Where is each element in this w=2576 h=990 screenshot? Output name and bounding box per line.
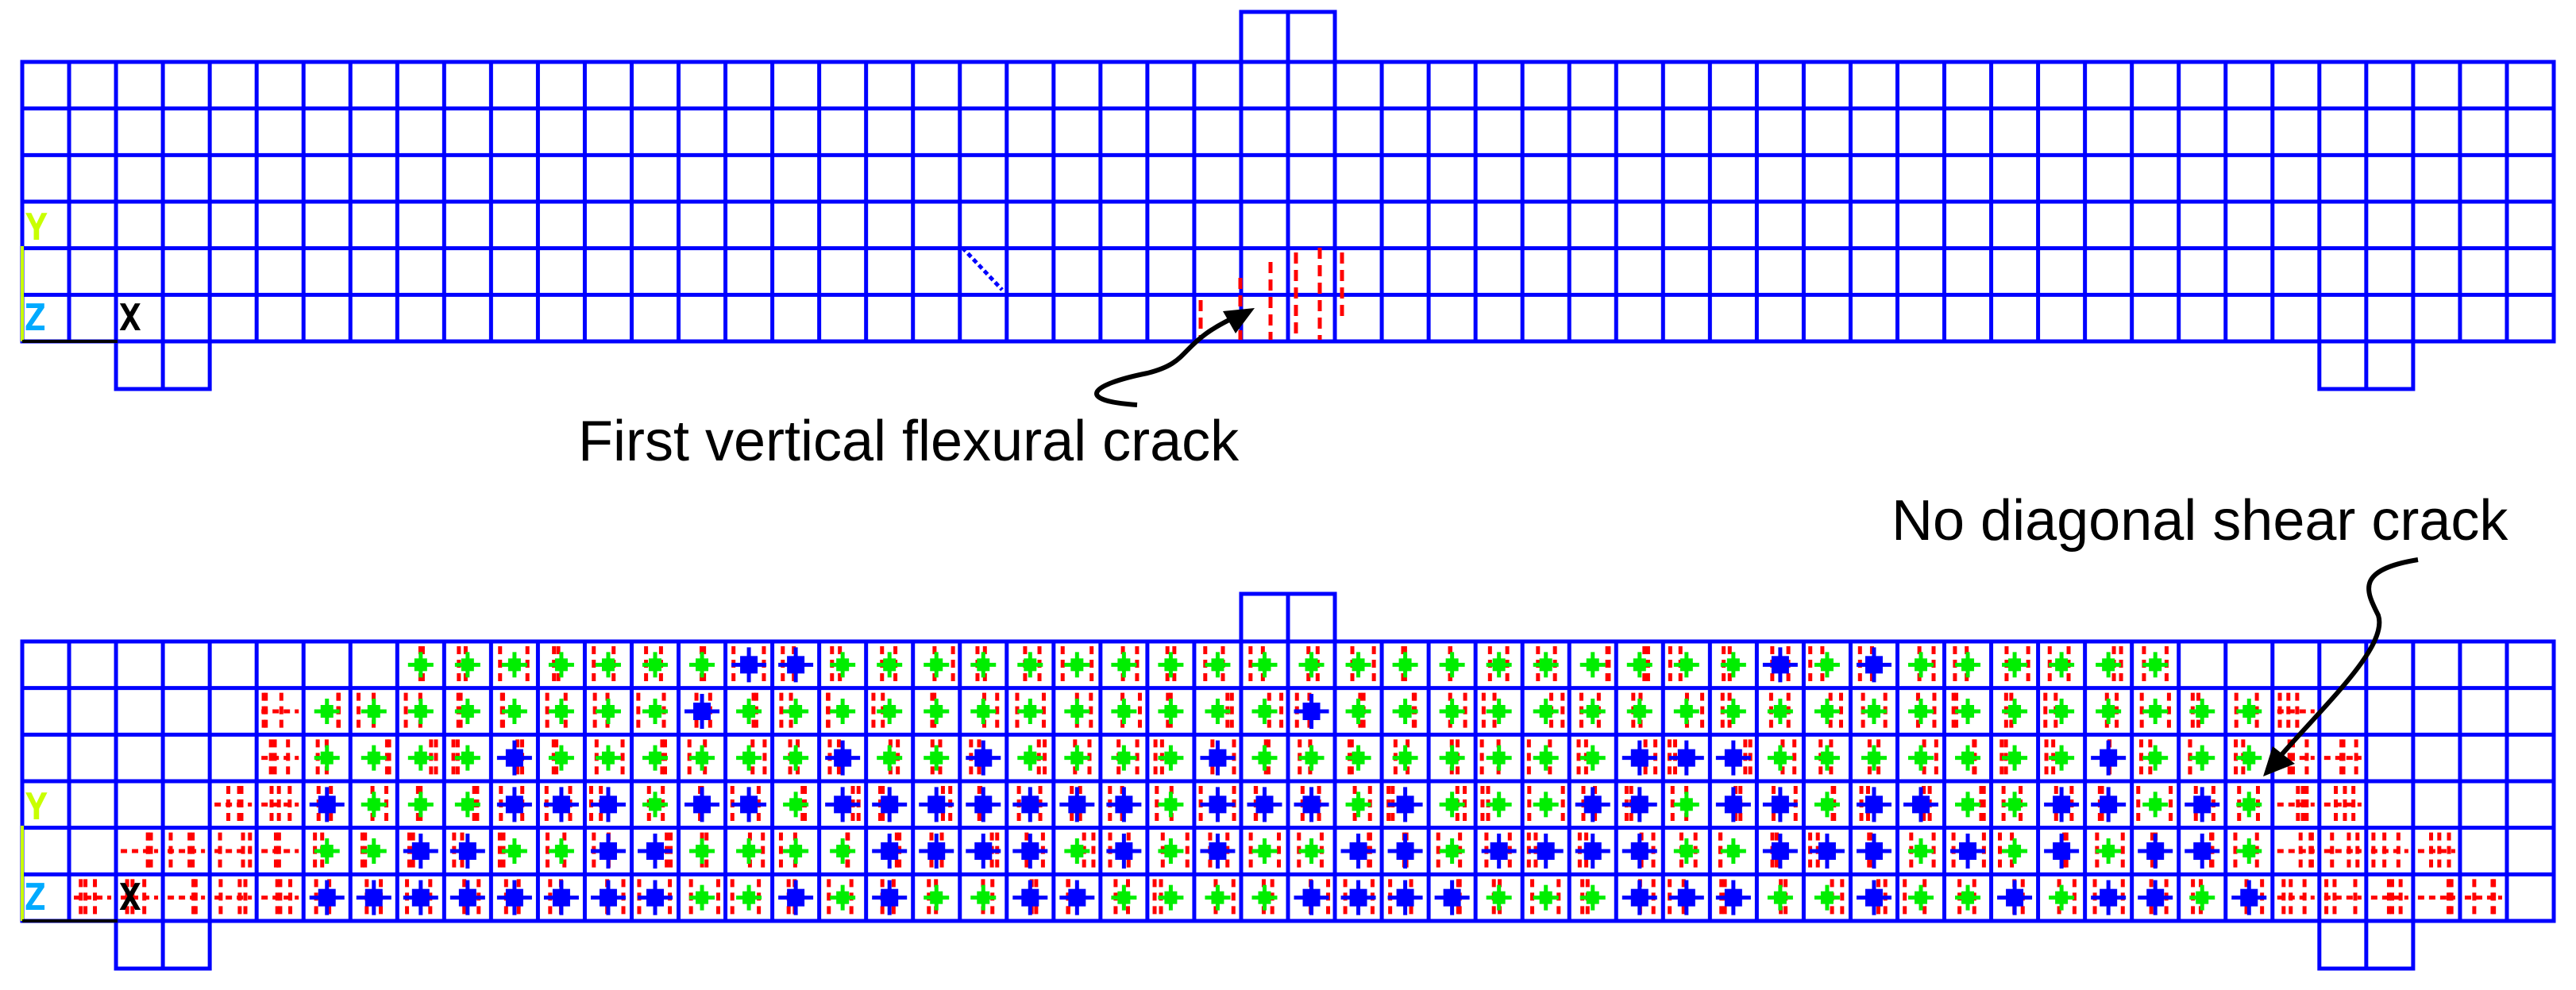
axis-x-label: X [119, 876, 141, 919]
no-diagonal-shear-crack-label: No diagonal shear crack [1892, 489, 2509, 553]
shear-crack-arrowhead [2263, 746, 2295, 776]
axis-y-label: Y [25, 785, 48, 828]
axis-z-label: Z [24, 876, 46, 919]
flexural-crack-arrowhead [1223, 308, 1255, 333]
axis-x-label: X [119, 296, 141, 339]
top-beam-mesh [20, 10, 2556, 391]
top-axis-triad: Y Z X [21, 206, 141, 343]
flexural-crack-arrow [1094, 311, 1244, 407]
top-crack-markers [961, 246, 1344, 340]
first-flexural-crack-label: First vertical flexural crack [578, 410, 1240, 473]
diagonal-mark [961, 246, 1004, 291]
bottom-beam-mesh [20, 591, 2556, 971]
bottom-panel: Y Z X No diagonal shear crack [20, 489, 2556, 971]
bottom-crack-markers [74, 646, 2502, 916]
axis-z-label: Z [24, 296, 46, 339]
top-panel: Y Z X First vertical flexural crack [20, 10, 2556, 473]
axis-y-label: Y [25, 206, 48, 248]
shear-crack-arrow [2273, 557, 2419, 764]
bottom-axis-triad: Y Z X [21, 785, 141, 923]
